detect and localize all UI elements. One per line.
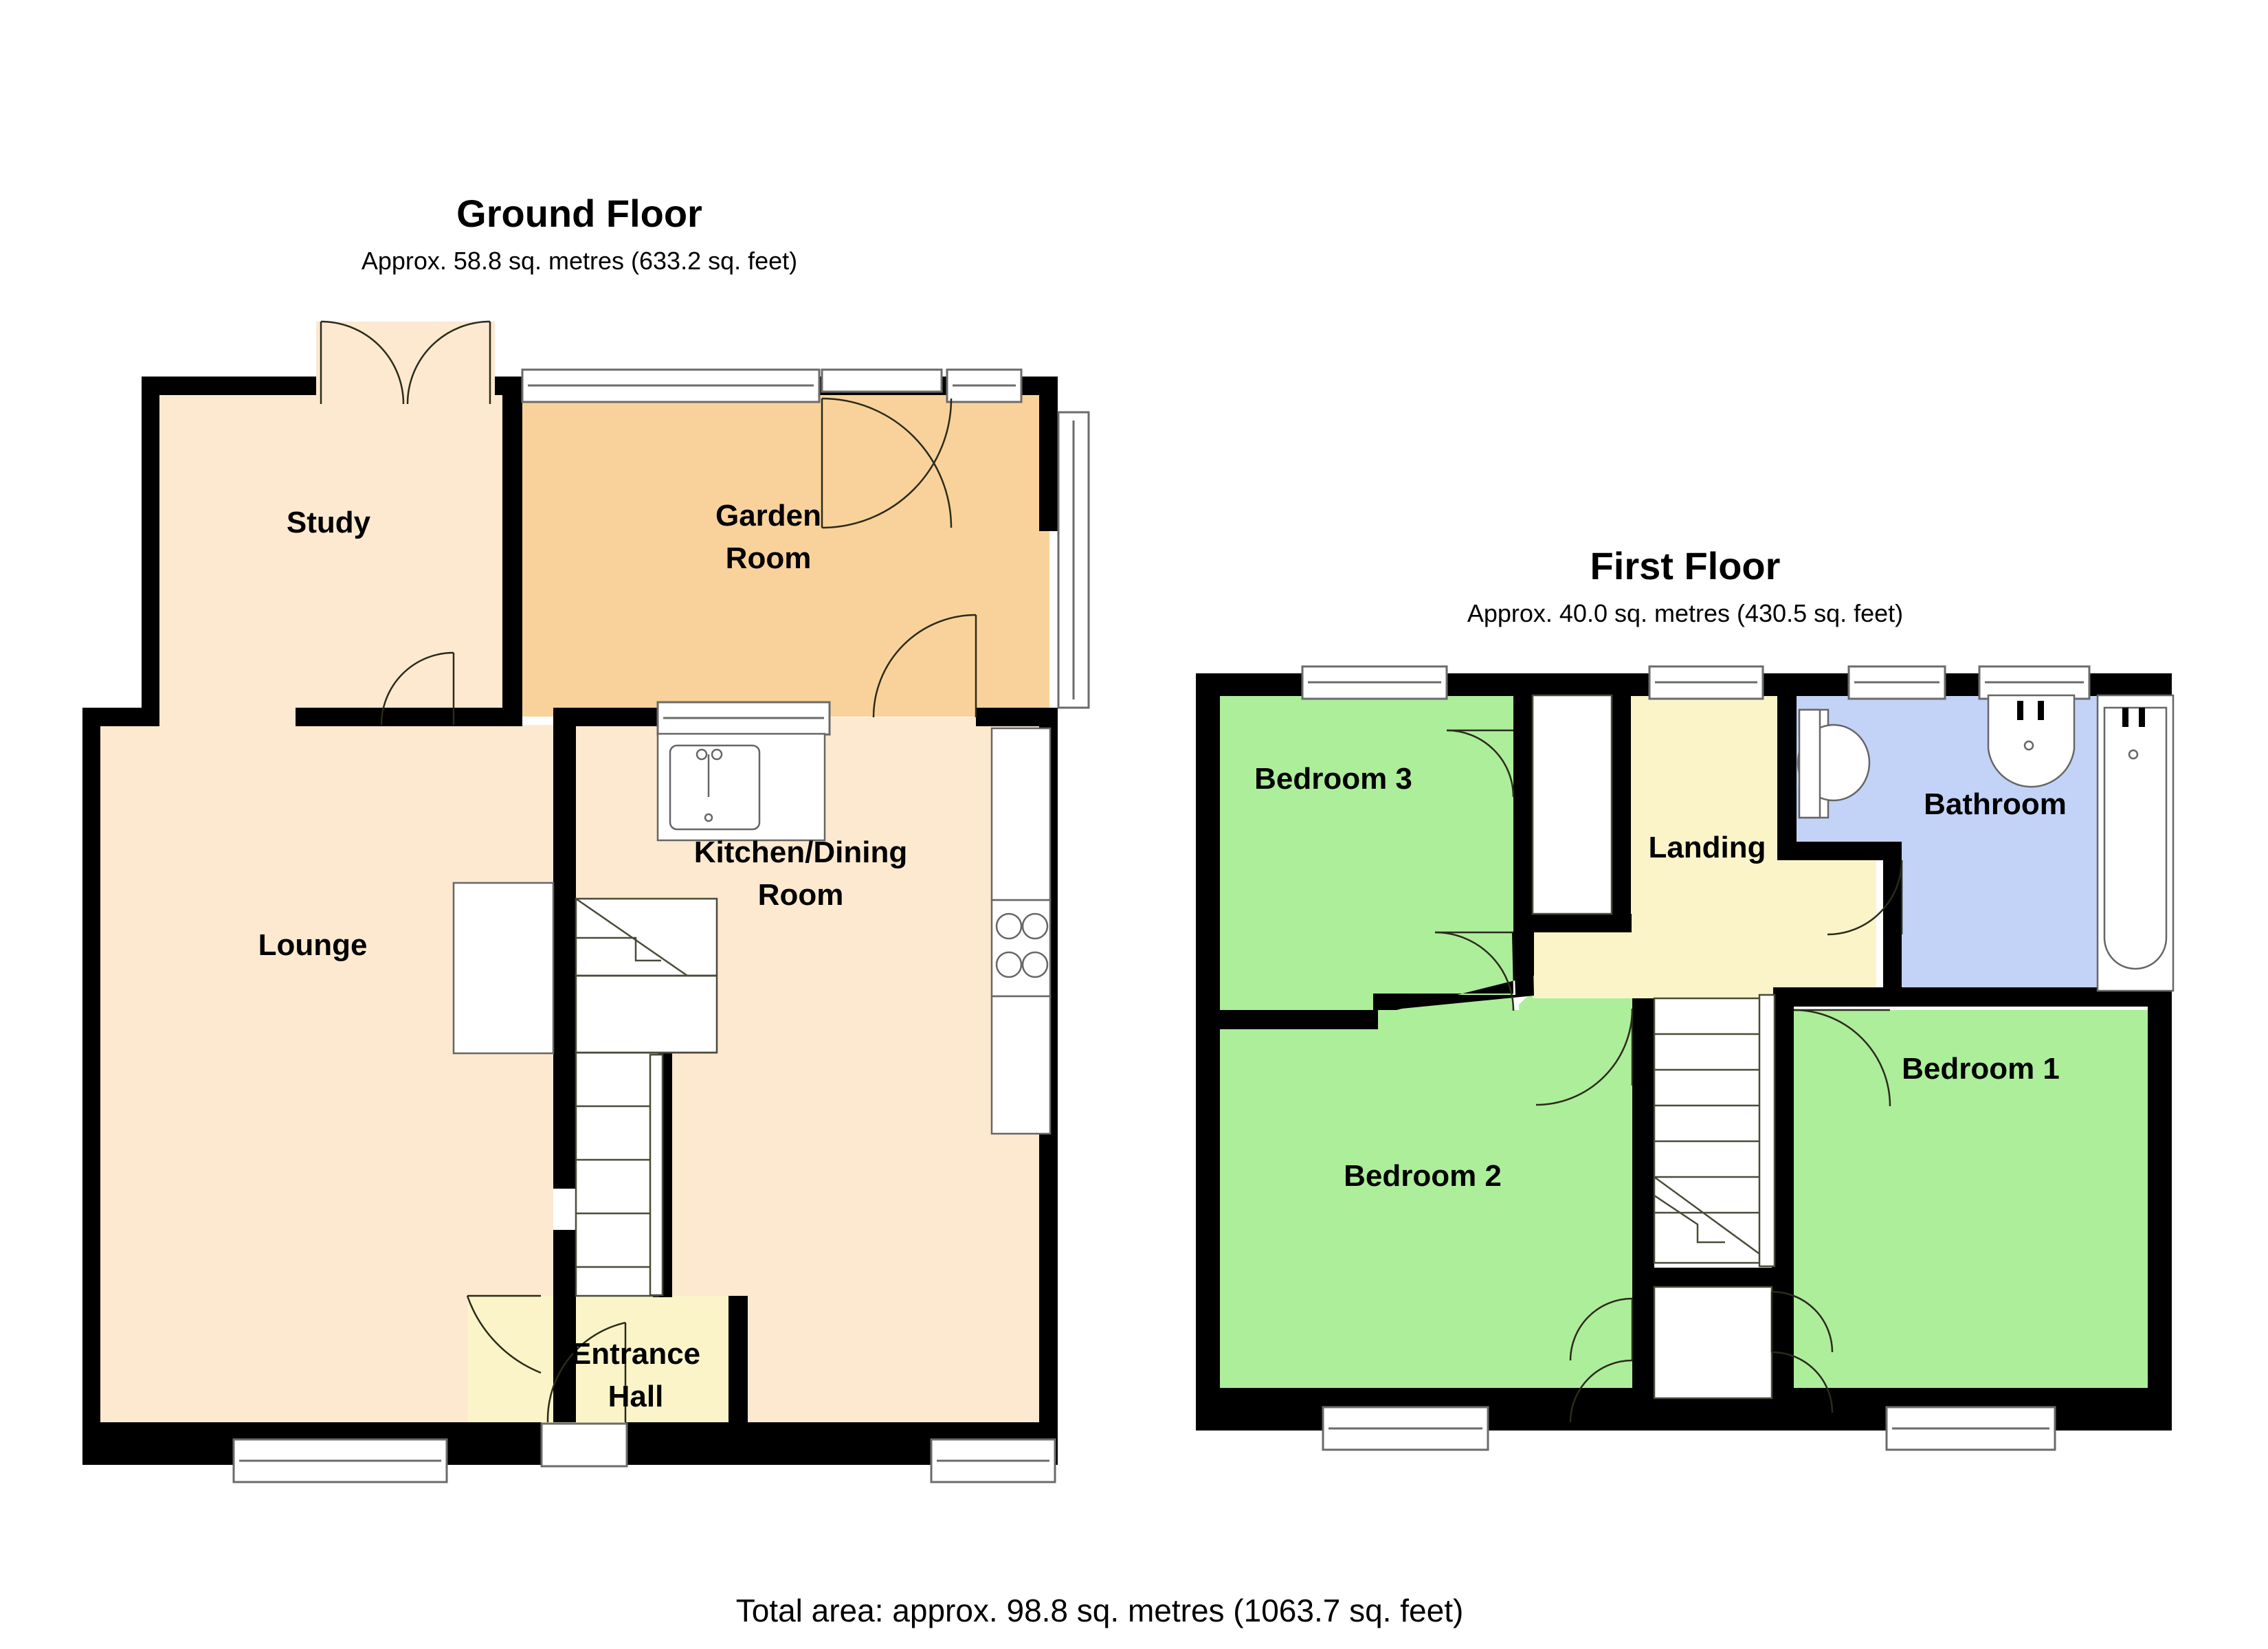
bathroom-toilet: [1797, 708, 1871, 819]
window-kitchen-front: [930, 1438, 1056, 1483]
window-bedroom-3-top: [1301, 665, 1448, 700]
room-fill-study: [159, 322, 520, 725]
room-label-kitchen-line1: Kitchen/Dining: [694, 835, 907, 869]
bathroom-wash-basin: [1987, 694, 2076, 788]
ground-floor-plan: Study Garden Room Lounge Kitchen/Dining …: [82, 320, 1090, 1483]
ground-floor-subtitle: Approx. 58.8 sq. metres (633.2 sq. feet): [362, 247, 797, 275]
room-fill-garden-room: [509, 385, 1049, 717]
room-label-entrance-hall-line2: Hall: [608, 1380, 664, 1413]
total-area-text: Total area: approx. 98.8 sq. metres (106…: [736, 1593, 1464, 1628]
staircase-first: [1653, 994, 1776, 1268]
window-garden-room-right-tall: [1057, 411, 1090, 709]
window-garden-room-top: [521, 368, 821, 403]
door-bedroom-1: [1793, 1009, 1891, 1107]
room-label-garden-room-line2: Room: [726, 541, 812, 575]
room-label-bedroom-2: Bedroom 2: [1344, 1159, 1502, 1193]
kitchen-sink: [656, 732, 826, 842]
door-front-entrance: [546, 1321, 627, 1423]
door-bedroom-2: [1535, 1008, 1634, 1106]
cupboard-bedroom-3: [1531, 694, 1613, 915]
window-bedroom-2-front: [1322, 1406, 1489, 1451]
room-label-lounge: Lounge: [258, 928, 368, 962]
window-landing-top: [1648, 665, 1764, 700]
room-fill-bathroom: [1794, 695, 2168, 1003]
room-fill-bedroom-2: [1220, 895, 1636, 1388]
staircase-ground: [452, 882, 718, 1297]
room-fill-bedroom-3: [1220, 695, 1514, 1031]
window-bedroom-1-front: [1885, 1406, 2056, 1451]
room-label-kitchen-line2: Room: [758, 878, 844, 912]
door-garden-room-top: [821, 368, 943, 393]
ground-floor-title: Ground Floor: [456, 192, 702, 235]
room-fill-lounge: [100, 725, 553, 1422]
door-hall-lounge: [466, 1294, 542, 1374]
door-bedroom-3-upper: [1446, 729, 1515, 798]
kitchen-worktop-hob: [990, 727, 1052, 1135]
room-label-study: Study: [287, 506, 371, 539]
door-cupboard-bedroom-2: [1569, 1297, 1634, 1423]
window-kitchen: [656, 701, 831, 736]
room-label-bathroom: Bathroom: [1924, 787, 2067, 821]
room-label-bedroom-1: Bedroom 1: [1902, 1052, 2060, 1086]
window-bathroom-top-left: [1847, 665, 1946, 700]
door-bedroom-3-lower: [1434, 931, 1515, 1011]
bathroom-bath: [2096, 694, 2175, 992]
door-cupboard-bedroom-1: [1770, 1290, 1834, 1413]
door-garden-kitchen: [872, 614, 977, 718]
first-floor-title: First Floor: [1590, 544, 1781, 587]
room-fill-bedroom-1: [1756, 1010, 2168, 1388]
entrance-hall-door-swing-fill: [467, 1296, 541, 1371]
door-study-french: [320, 320, 491, 405]
window-bathroom-top-right: [1978, 665, 2091, 700]
door-study-lounge: [380, 651, 455, 726]
front-door-panel: [540, 1422, 628, 1468]
room-label-garden-room-line1: Garden: [715, 499, 821, 532]
door-garden-room-top-swing: [821, 398, 953, 529]
door-garden-room-top-arc: [821, 397, 953, 528]
window-garden-room-top-right: [946, 368, 1023, 403]
room-fill-kitchen-dining: [576, 717, 1048, 1422]
door-bathroom: [1827, 860, 1903, 936]
cupboard-bedroom-1: [1653, 1286, 1773, 1400]
window-lounge-front: [232, 1438, 448, 1483]
room-label-landing: Landing: [1648, 831, 1766, 864]
room-label-entrance-hall-line1: Entrance: [571, 1337, 700, 1371]
first-floor-subtitle: Approx. 40.0 sq. metres (430.5 sq. feet): [1467, 599, 1903, 627]
room-label-bedroom-3: Bedroom 3: [1254, 762, 1412, 796]
first-floor-plan: Bedroom 3 Landing Bathroom Bedroom 1 Bed…: [1196, 665, 2175, 1451]
